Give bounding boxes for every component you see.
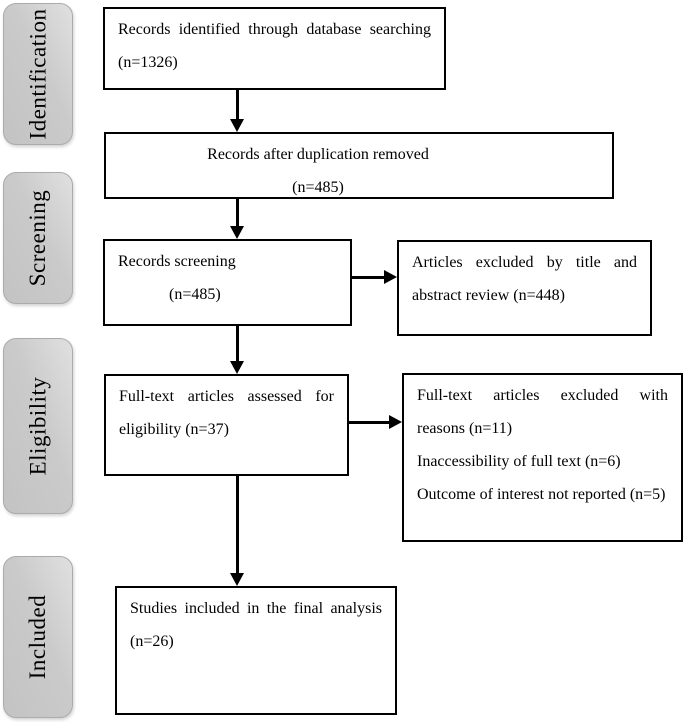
box-studies-included: Studies included in the final analysis (… [115, 586, 397, 715]
box-after-duplication-line1: Records after duplication removed [207, 146, 429, 163]
box-fulltext-assessed-text: Full-text articles assessed for eligibil… [119, 388, 334, 438]
stage-included: Included [3, 556, 73, 718]
arrow-right-icon [384, 270, 397, 284]
box-excluded-title-abstract-text: Articles excluded by title and abstract … [412, 254, 637, 304]
stage-eligibility: Eligibility [3, 338, 73, 514]
box-after-duplication-count: (n=485) [292, 179, 344, 196]
box-studies-included-text: Studies included in the final analysis (… [130, 600, 382, 650]
box-fulltext-assessed: Full-text articles assessed for eligibil… [104, 374, 349, 476]
stage-screening: Screening [3, 172, 73, 304]
stage-eligibility-label: Eligibility [25, 376, 50, 476]
arrow-down-icon [230, 573, 244, 586]
box-records-screening-line1: Records screening [118, 253, 236, 270]
box-records-identified: Records identified through database sear… [103, 7, 446, 90]
stage-identification-label: Identification [25, 8, 50, 140]
arrow-down-icon [230, 361, 244, 374]
box-fulltext-excluded: Full-text articles excluded with reasons… [402, 373, 683, 542]
arrow-down-icon [230, 226, 244, 239]
box-records-screening-count: (n=485) [169, 286, 221, 303]
stage-included-label: Included [25, 594, 50, 680]
box-records-identified-text: Records identified through database sear… [118, 21, 431, 71]
stage-screening-label: Screening [25, 189, 50, 287]
arrow-right-icon [389, 415, 402, 429]
box-after-duplication: Records after duplication removed (n=485… [104, 132, 614, 199]
stage-identification: Identification [3, 3, 73, 145]
arrow-down-icon [230, 119, 244, 132]
box-excluded-title-abstract: Articles excluded by title and abstract … [397, 240, 652, 336]
fulltext-excluded-reason-1: Full-text articles excluded with reasons… [417, 387, 668, 437]
fulltext-excluded-reason-3: Outcome of interest not reported (n=5) [417, 486, 666, 503]
box-records-screening: Records screening (n=485) [103, 239, 352, 326]
fulltext-excluded-reason-2: Inaccessibility of full text (n=6) [417, 453, 621, 470]
